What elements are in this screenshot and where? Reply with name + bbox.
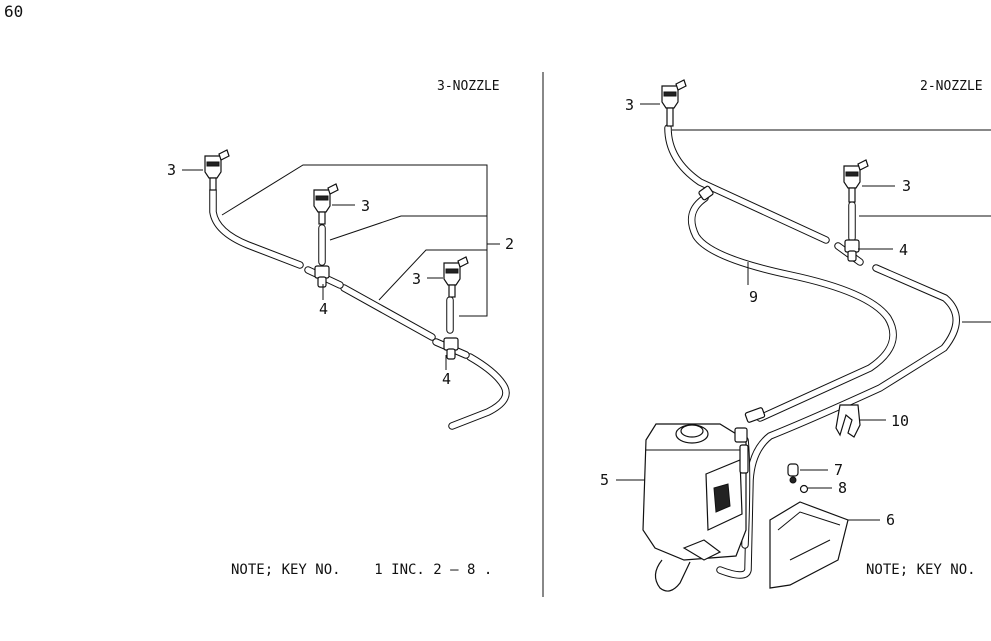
callout-left-nozzle-right: 3 [412, 270, 421, 288]
group-leader-lines [221, 164, 500, 317]
right-panel-title: 2-NOZZLE [920, 79, 983, 94]
callout-right-hose: 9 [749, 288, 758, 306]
callout-right-nozzle-top: 3 [625, 96, 634, 114]
tank-cap [787, 463, 799, 484]
callout-right-filter: 8 [838, 479, 847, 497]
page-number: 60 [4, 2, 23, 21]
washer-nozzle-left-mid [313, 183, 339, 225]
callout-right-nozzle-mid: 3 [902, 177, 911, 195]
callout-left-nozzle-top: 3 [167, 161, 176, 179]
washer-tank [642, 423, 747, 592]
left-panel-note: NOTE; KEY NO. 1 INC. 2 — 8 . [231, 562, 492, 578]
washer-nozzle-right-top [661, 79, 687, 127]
tank-filter [799, 484, 809, 494]
callout-left-nozzle-mid: 3 [361, 197, 370, 215]
callout-left-joint-2: 4 [442, 370, 451, 388]
callout-right-clip: 10 [891, 412, 909, 430]
t-joint-left-1 [314, 265, 330, 288]
washer-pump [734, 427, 749, 474]
callout-right-cap: 7 [834, 461, 843, 479]
left-hose-system [209, 186, 510, 430]
washer-nozzle-left-right [443, 256, 469, 298]
callout-right-bracket: 6 [886, 511, 895, 529]
right-panel-note: NOTE; KEY NO. [866, 562, 976, 578]
callout-left-joint-1: 4 [319, 300, 328, 318]
t-joint-left-2 [443, 337, 459, 360]
washer-nozzle-right-mid [843, 159, 869, 203]
hose-clip [835, 404, 861, 438]
t-joint-right [844, 239, 860, 262]
hose-connector-bottom [744, 407, 766, 423]
callout-right-tank: 5 [600, 471, 609, 489]
callout-left-group: 2 [505, 235, 514, 253]
washer-nozzle-left-top [204, 149, 230, 191]
left-panel: 3-NOZZLE [167, 79, 514, 578]
tank-bracket [769, 501, 849, 589]
callout-right-joint: 4 [899, 241, 908, 259]
hose-connector-top [698, 185, 714, 201]
left-panel-title: 3-NOZZLE [437, 79, 500, 94]
right-panel: 2-NOZZLE [600, 79, 991, 592]
